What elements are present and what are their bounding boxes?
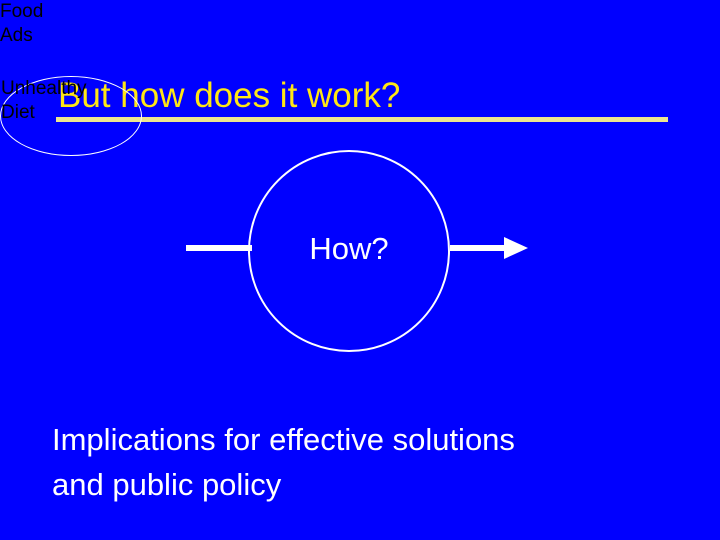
food-ads-label-line-1: Food [0, 1, 44, 22]
unhealthy-diet-label: Unhealthy Diet [1, 77, 141, 125]
unhealthy-diet-label-line-2: Diet [1, 102, 35, 123]
diagram-node-food-ads[interactable]: Food Ads [0, 0, 105, 76]
body-text: Implications for effective solutions and… [52, 417, 672, 507]
diagram-node-unhealthy-diet[interactable]: Unhealthy Diet [0, 76, 142, 156]
how-label: How? [309, 231, 389, 266]
title-divider [56, 117, 668, 122]
diagram-node-how-circle[interactable] [248, 150, 450, 352]
unhealthy-diet-label-line-1: Unhealthy [1, 78, 87, 99]
food-ads-label: Food Ads [0, 0, 105, 48]
connector-how-to-unhealthy-diet [450, 237, 528, 259]
food-ads-label-line-2: Ads [0, 25, 33, 46]
body-text-line-1: Implications for effective solutions [52, 422, 515, 457]
connector-food-ads-to-how [186, 245, 252, 251]
body-text-line-2: and public policy [52, 467, 282, 502]
